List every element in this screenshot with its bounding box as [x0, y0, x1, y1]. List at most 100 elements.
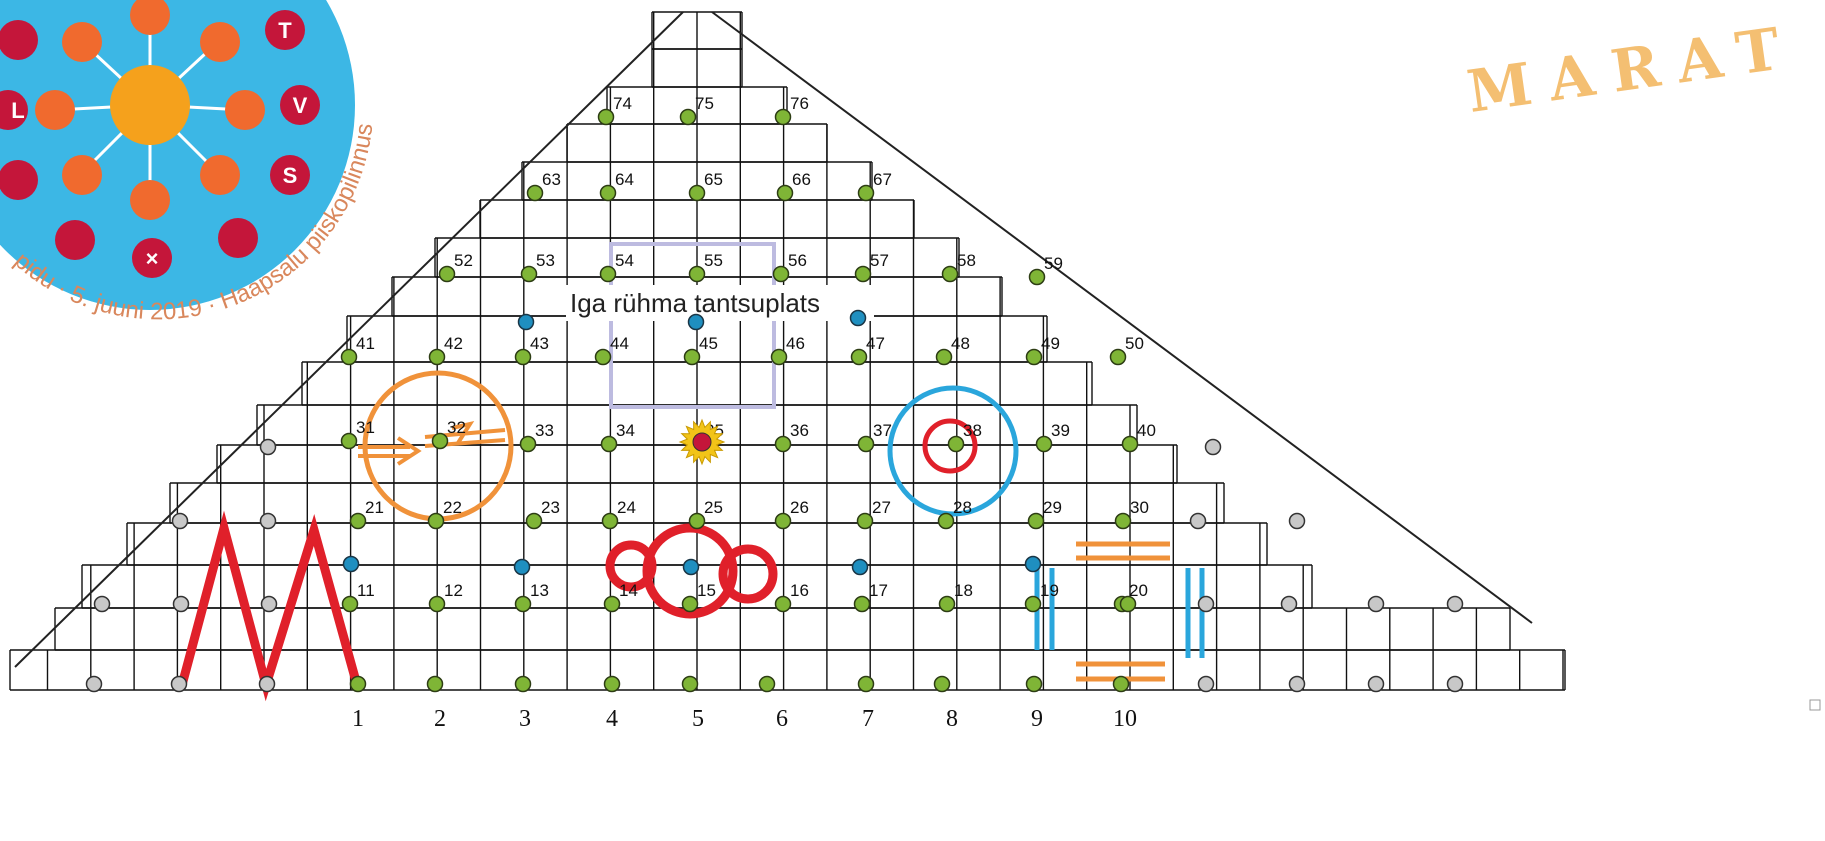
dancer-number: 59: [1044, 254, 1063, 273]
dancer-dot: [937, 350, 952, 365]
column-number: 3: [519, 706, 531, 732]
dancer-number: 30: [1130, 498, 1149, 517]
dancer-dot: [776, 437, 791, 452]
corner-marker: [1810, 700, 1820, 710]
dancer-dot: [1123, 437, 1138, 452]
dancer-number: 54: [615, 251, 634, 270]
dancer-dot: [428, 677, 443, 692]
lead-position-dot: [344, 557, 359, 572]
dancer-dot: [516, 597, 531, 612]
dancer-dot: [949, 437, 964, 452]
dancer-dot: [776, 514, 791, 529]
dancer-dot: [516, 677, 531, 692]
dancer-dot: [685, 350, 700, 365]
lead-position-dot: [689, 315, 704, 330]
column-number: 2: [434, 706, 446, 732]
dancer-dot: [342, 350, 357, 365]
dancer-dot: [859, 677, 874, 692]
dancer-number: 22: [443, 498, 462, 517]
dancer-dot: [683, 597, 698, 612]
spare-position-dot: [1191, 514, 1206, 529]
lead-position-dot: [684, 560, 699, 575]
dancer-dot: [527, 514, 542, 529]
dancer-dot: [778, 186, 793, 201]
column-number: 7: [862, 706, 874, 732]
dancer-number: 67: [873, 170, 892, 189]
dancer-dot: [603, 514, 618, 529]
dancer-dot: [605, 677, 620, 692]
svg-text:V: V: [293, 93, 308, 118]
dancer-number: 11: [357, 581, 375, 600]
dancer-dot: [774, 267, 789, 282]
dancer-dot: [430, 597, 445, 612]
dancer-number: 32: [447, 418, 466, 437]
dancer-number: 17: [869, 581, 888, 600]
spare-position-dot: [172, 677, 187, 692]
spare-position-dot: [1369, 677, 1384, 692]
dancer-dot: [602, 437, 617, 452]
dancer-number: 31: [356, 418, 375, 437]
dancer-number: 75: [695, 94, 714, 113]
spare-position-dot: [261, 514, 276, 529]
lead-position-dot: [515, 560, 530, 575]
column-number: 1: [352, 706, 364, 732]
dancer-number: 37: [873, 421, 892, 440]
dancer-number: 27: [872, 498, 891, 517]
svg-text:T: T: [278, 18, 292, 43]
spare-position-dot: [174, 597, 189, 612]
dancer-number: 45: [699, 334, 718, 353]
dancer-dot: [433, 434, 448, 449]
logo-sun: [110, 65, 190, 145]
dancer-number: 50: [1125, 334, 1144, 353]
dancer-dot: [430, 350, 445, 365]
dancer-dot: [601, 186, 616, 201]
banner-text: MARAT: [1463, 12, 1802, 126]
column-number: 10: [1113, 706, 1137, 732]
svg-text:L: L: [11, 98, 24, 123]
dancer-number: 46: [786, 334, 805, 353]
dancer-number: 34: [616, 421, 635, 440]
dancer-dot: [859, 437, 874, 452]
dancer-number: 19: [1040, 581, 1059, 600]
dancer-number: 16: [790, 581, 809, 600]
dancer-dot: [776, 110, 791, 125]
dancer-number: 64: [615, 170, 634, 189]
dancer-dot: [596, 350, 611, 365]
column-number: 4: [606, 706, 618, 732]
dancer-dot: [1027, 677, 1042, 692]
dancer-number: 15: [697, 581, 716, 600]
dancer-dot: [943, 267, 958, 282]
dancer-number: 42: [444, 334, 463, 353]
spare-position-dot: [1448, 597, 1463, 612]
dancer-dot: [690, 514, 705, 529]
dancer-number: 21: [365, 498, 384, 517]
spare-position-dot: [261, 440, 276, 455]
dancer-dot: [343, 597, 358, 612]
dancer-dot: [1030, 270, 1045, 285]
dancer-number: 18: [954, 581, 973, 600]
dancer-number: 53: [536, 251, 555, 270]
dancer-number: 47: [866, 334, 885, 353]
dancer-number: 36: [790, 421, 809, 440]
dancer-dot: [935, 677, 950, 692]
spare-position-dot: [1206, 440, 1221, 455]
dancer-number: 44: [610, 334, 629, 353]
spare-position-dot: [1199, 677, 1214, 692]
dancer-number: 49: [1041, 334, 1060, 353]
dancer-number: 48: [951, 334, 970, 353]
dancer-dot: [1027, 350, 1042, 365]
lead-position-dot: [519, 315, 534, 330]
column-number: 5: [692, 706, 704, 732]
lead-position-dot: [851, 311, 866, 326]
dancer-dot: [683, 677, 698, 692]
dancer-number: 58: [957, 251, 976, 270]
dancer-dot: [516, 350, 531, 365]
dancer-dot: [522, 267, 537, 282]
spare-position-dot: [87, 677, 102, 692]
spare-position-dot: [1290, 514, 1305, 529]
dancer-dot: [776, 597, 791, 612]
spare-position-dot: [262, 597, 277, 612]
column-number: 6: [776, 706, 788, 732]
dancer-dot: [1116, 514, 1131, 529]
